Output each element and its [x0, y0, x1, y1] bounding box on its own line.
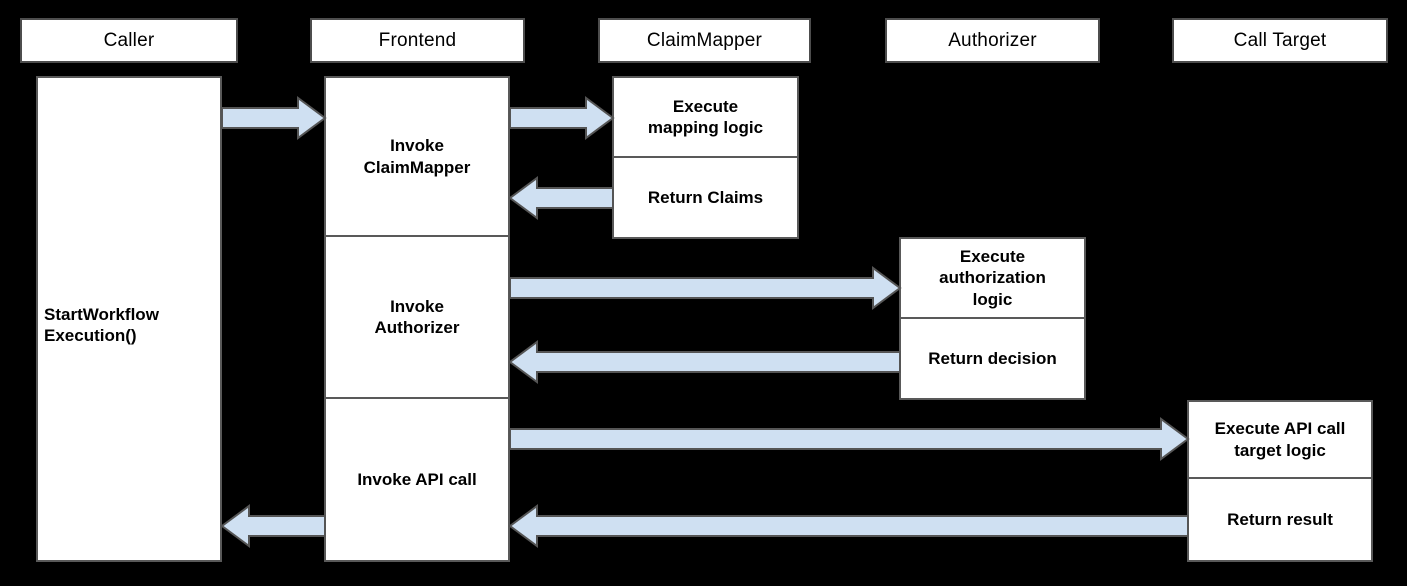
lifeline-header-authorizer-label: Authorizer	[948, 29, 1037, 51]
activation-claimmapper-execute-mapping-logic: Execute mapping logic	[612, 76, 799, 157]
activation-authorizer-execute-authorization-logic: Execute authorization logic	[899, 237, 1086, 318]
message-arrow-call-target-to-frontend	[508, 504, 1189, 548]
activation-calltarget-return-line1: Return result	[1227, 509, 1333, 529]
activation-claimmapper-return-claims: Return Claims	[612, 157, 799, 239]
activation-frontend-invoke-claimmapper: Invoke ClaimMapper	[324, 76, 510, 236]
activation-frontend-apicall-line1: Invoke API call	[357, 469, 477, 489]
activation-calltarget-execute-line2: target logic	[1234, 440, 1326, 460]
message-arrow-frontend-to-call-target	[509, 417, 1190, 461]
lifeline-header-claimmapper: ClaimMapper	[598, 18, 811, 63]
activation-authorizer-return-decision: Return decision	[899, 318, 1086, 400]
message-arrow-caller-to-frontend	[221, 96, 327, 140]
lifeline-header-frontend: Frontend	[310, 18, 525, 63]
activation-claimmapper-execute-line1: Execute	[672, 96, 739, 116]
activation-authorizer-return-line1: Return decision	[928, 348, 1057, 368]
lifeline-header-authorizer: Authorizer	[885, 18, 1100, 63]
message-arrow-frontend-to-caller	[220, 504, 326, 548]
activation-calltarget-execute-api-call-target-logic: Execute API call target logic	[1187, 400, 1373, 478]
activation-caller-start-workflow: StartWorkflow Execution()	[36, 76, 222, 562]
activation-caller-line1: StartWorkflow	[44, 304, 159, 324]
message-arrow-frontend-to-claimmapper	[509, 96, 615, 140]
activation-authorizer-execute-line2: authorization	[939, 268, 1046, 288]
lifeline-header-frontend-label: Frontend	[378, 29, 457, 51]
lifeline-header-claimmapper-label: ClaimMapper	[646, 29, 763, 51]
activation-frontend-claimmapper-line2: ClaimMapper	[363, 157, 471, 177]
lifeline-header-call-target-label: Call Target	[1233, 29, 1327, 51]
activation-calltarget-return-result: Return result	[1187, 478, 1373, 562]
activation-frontend-authorizer-line2: Authorizer	[374, 318, 460, 337]
activation-frontend-claimmapper-line1: Invoke	[390, 136, 444, 156]
message-arrow-frontend-to-authorizer	[509, 266, 902, 310]
message-arrow-authorizer-to-frontend	[508, 340, 901, 384]
activation-caller-line2: Execution()	[44, 326, 137, 345]
activation-calltarget-execute-line1: Execute API call	[1214, 419, 1346, 439]
activation-authorizer-execute-line1: Execute	[959, 247, 1026, 267]
activation-authorizer-execute-line3: logic	[972, 289, 1013, 309]
lifeline-header-caller: Caller	[20, 18, 238, 63]
message-arrow-claimmapper-to-frontend	[508, 176, 614, 220]
lifeline-header-caller-label: Caller	[103, 29, 155, 51]
activation-frontend-invoke-authorizer: Invoke Authorizer	[324, 236, 510, 398]
activation-claimmapper-return-line1: Return Claims	[647, 187, 764, 207]
activation-frontend-invoke-api-call: Invoke API call	[324, 398, 510, 562]
lifeline-header-call-target: Call Target	[1172, 18, 1388, 63]
activation-claimmapper-execute-line2: mapping logic	[647, 118, 764, 137]
activation-frontend-authorizer-line1: Invoke	[390, 296, 444, 316]
